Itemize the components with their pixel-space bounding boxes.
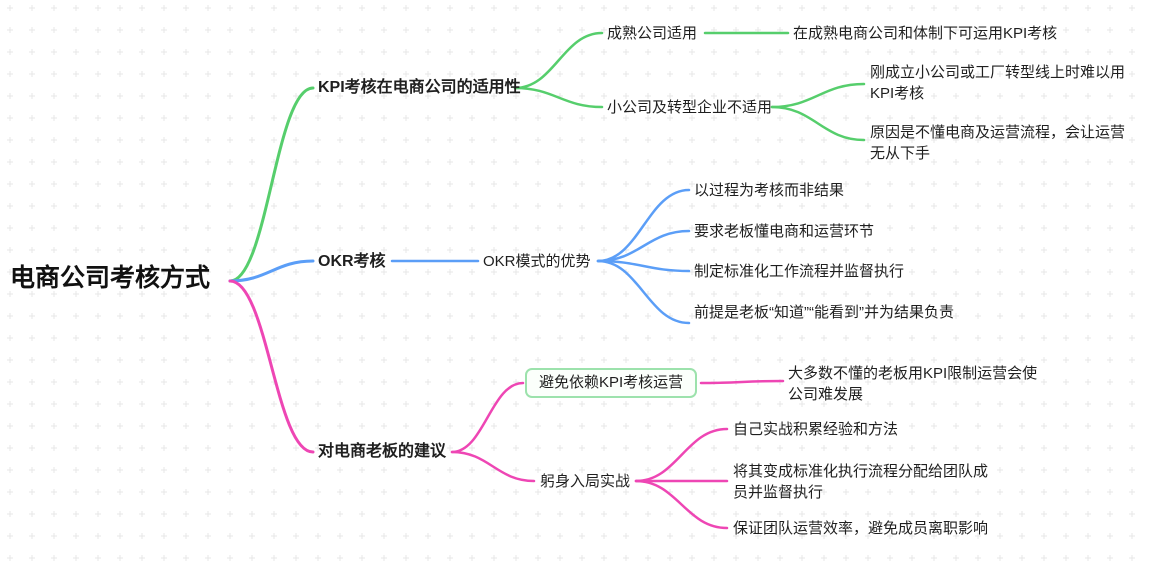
node-branch-okr[interactable]: OKR考核	[318, 253, 386, 270]
node-mature-company-detail[interactable]: 在成熟电商公司和体制下可运用KPI考核	[793, 25, 1058, 42]
node-avoid-kpi-detail[interactable]: 大多数不懂的老板用KPI限制运营会使公司难发展	[788, 365, 1038, 403]
node-practice-detail-1[interactable]: 自己实战积累经验和方法	[733, 421, 899, 438]
node-okr-advantages[interactable]: OKR模式的优势	[483, 253, 591, 270]
node-mature-company-suitable[interactable]: 成熟公司适用	[607, 25, 698, 42]
node-okr-advantage-1[interactable]: 以过程为考核而非结果	[694, 182, 845, 199]
node-branch-kpi-applicability[interactable]: KPI考核在电商公司的适用性	[318, 79, 521, 96]
node-small-company-unsuitable[interactable]: 小公司及转型企业不适用	[607, 99, 773, 116]
node-practice-detail-2[interactable]: 将其变成标准化执行流程分配给团队成员并监督执行	[733, 463, 989, 501]
node-practice-detail-3[interactable]: 保证团队运营效率，避免成员离职影响	[733, 520, 989, 537]
node-okr-advantage-2[interactable]: 要求老板懂电商和运营环节	[694, 223, 875, 240]
node-small-company-detail-2[interactable]: 原因是不懂电商及运营流程，会让运营无从下手	[870, 124, 1126, 162]
node-hands-on-practice[interactable]: 躬身入局实战	[540, 473, 631, 490]
node-avoid-kpi-reliance[interactable]: 避免依赖KPI考核运营	[525, 368, 698, 398]
node-okr-advantage-4[interactable]: 前提是老板“知道”“能看到”并为结果负责	[694, 304, 954, 321]
node-small-company-detail-1[interactable]: 刚成立小公司或工厂转型线上时难以用KPI考核	[870, 64, 1126, 102]
node-okr-advantage-3[interactable]: 制定标准化工作流程并监督执行	[694, 263, 905, 280]
node-branch-advice[interactable]: 对电商老板的建议	[318, 443, 447, 460]
node-root[interactable]: 电商公司考核方式	[10, 264, 211, 292]
